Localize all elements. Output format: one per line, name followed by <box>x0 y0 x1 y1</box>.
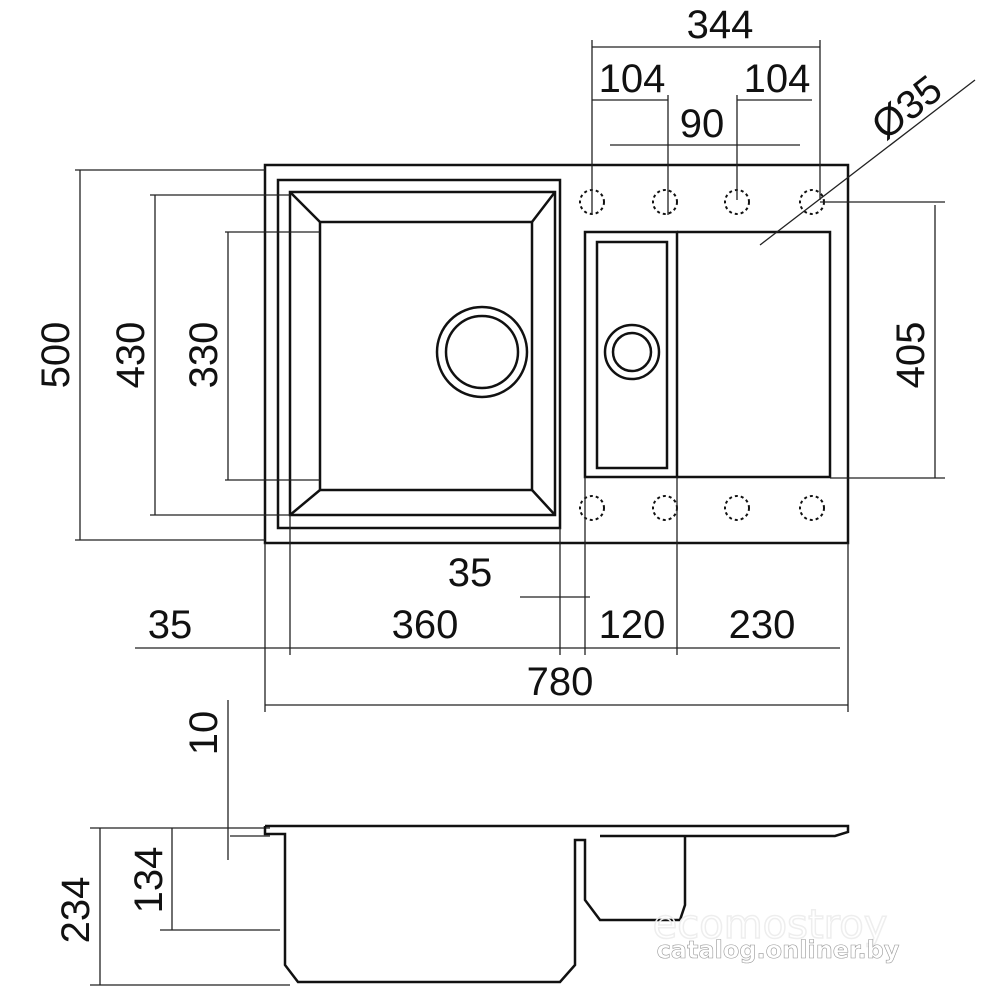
left-dimension-lines <box>75 169 320 541</box>
dim-104-left: 104 <box>599 57 666 101</box>
small-bowl <box>583 230 679 479</box>
tap-hole-marker <box>724 495 750 521</box>
dim-104-right: 104 <box>744 57 811 101</box>
watermark-text: catalog.onliner.by <box>657 936 900 964</box>
dim-344: 344 <box>687 3 754 47</box>
tap-hole-marker <box>652 495 678 521</box>
dim-500: 500 <box>34 322 78 389</box>
right-dimension-lines <box>820 201 945 479</box>
side-view-rim <box>265 824 850 838</box>
tap-hole-marker <box>799 495 825 521</box>
sink-outline <box>263 163 850 545</box>
dim-134: 134 <box>127 847 171 914</box>
dimension-labels: 344 104 104 90 Ø35 500 430 330 405 35 35… <box>34 3 950 943</box>
dim-230: 230 <box>729 603 796 647</box>
side-view-bowls <box>263 826 687 984</box>
dim-120: 120 <box>599 603 666 647</box>
dim-35-left: 35 <box>148 603 193 647</box>
dim-780: 780 <box>527 660 594 704</box>
tap-hole-markers <box>579 189 825 521</box>
top-view <box>263 163 850 545</box>
dimension-lines <box>75 40 976 986</box>
side-view <box>263 824 850 984</box>
dim-405: 405 <box>889 322 933 389</box>
watermark-faint: ecomostroy <box>653 902 888 948</box>
dim-diameter-35: Ø35 <box>864 67 951 148</box>
tap-hole-marker <box>652 189 678 215</box>
dim-10: 10 <box>182 711 226 756</box>
main-drain-inner-ring <box>444 314 520 390</box>
main-drain-icon <box>435 305 529 399</box>
main-bowl-slope <box>288 190 557 517</box>
side-view-dimension-lines <box>90 700 290 986</box>
main-bowl-rim <box>276 178 562 530</box>
tap-hole-marker <box>579 495 605 521</box>
small-bowl-inner <box>595 240 669 470</box>
bottom-dimension-lines <box>135 477 849 712</box>
dim-360: 360 <box>392 603 459 647</box>
dim-430: 430 <box>109 322 153 389</box>
dim-234: 234 <box>54 877 98 944</box>
dim-330: 330 <box>182 322 226 389</box>
main-bowl-bottom <box>318 220 534 492</box>
bowl-bevel-lines <box>289 191 556 516</box>
drainboard <box>677 230 832 479</box>
small-drain-inner-ring <box>611 331 653 373</box>
top-dimension-lines <box>591 40 976 246</box>
dim-35-divider: 35 <box>448 551 493 595</box>
small-drain-icon <box>603 323 661 381</box>
dim-90: 90 <box>680 102 725 146</box>
